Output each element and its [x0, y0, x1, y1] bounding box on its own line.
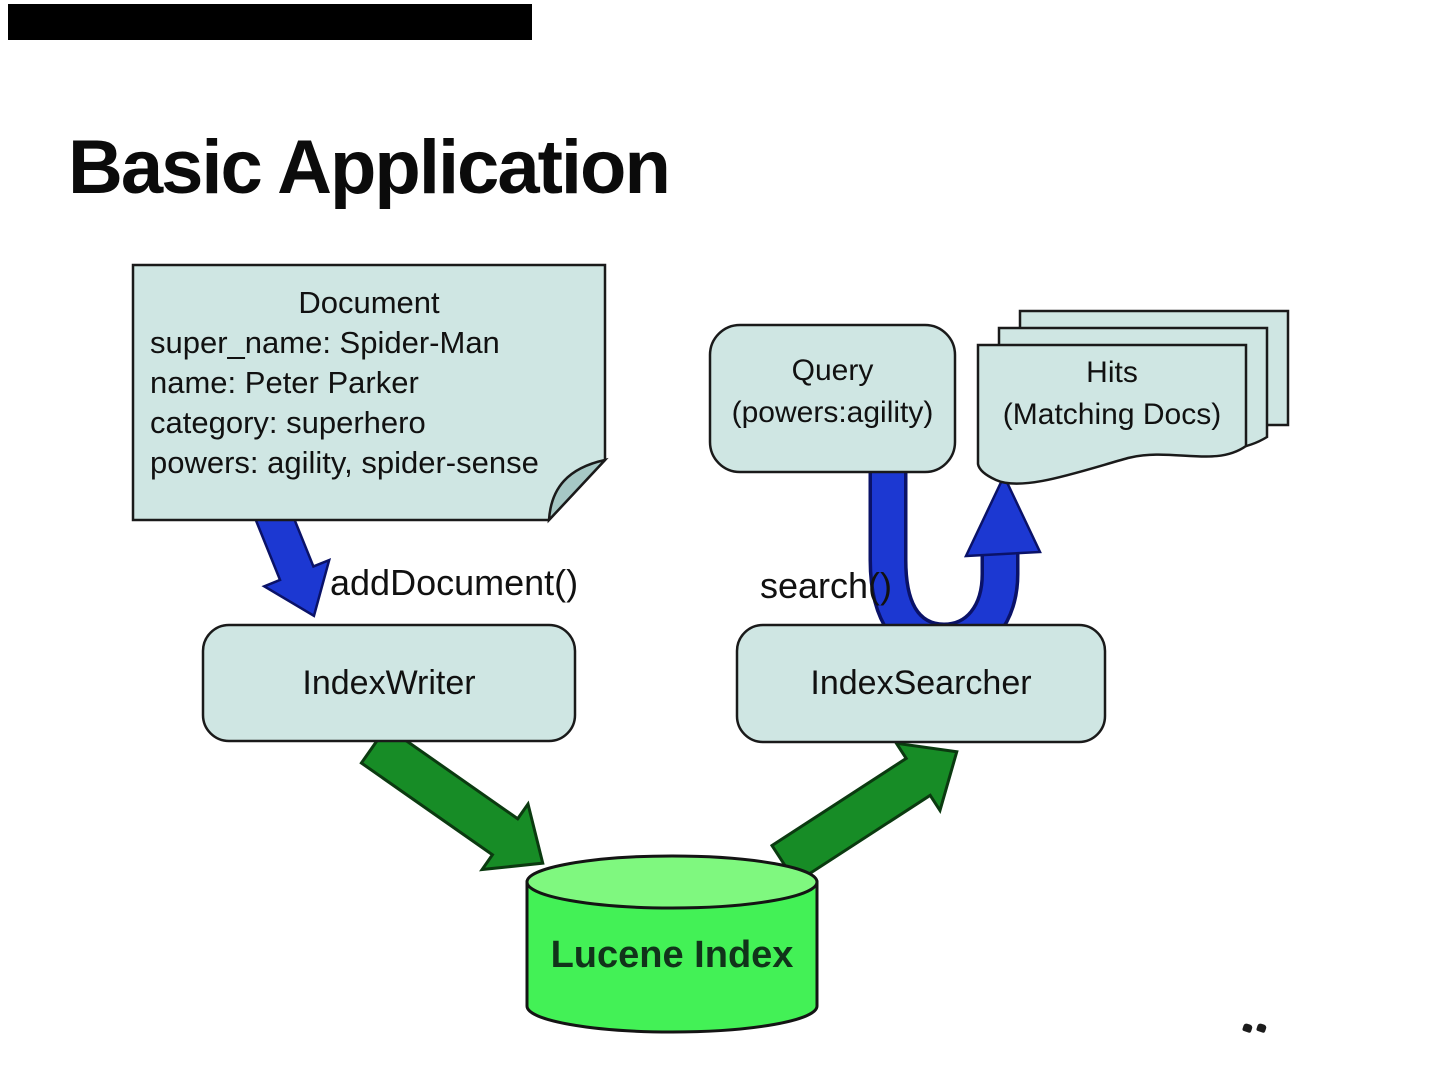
document-field: powers: agility, spider-sense: [150, 445, 539, 480]
lucene-index-cylinder: [525, 854, 819, 1034]
blue-arrowhead: [963, 473, 1042, 558]
indexwriter-label: IndexWriter: [302, 663, 476, 702]
hits-label: Hits (Matching Docs): [978, 352, 1246, 436]
query-box: [708, 323, 957, 474]
green-arrow-writer-to-index: [359, 724, 545, 872]
document-field: super_name: Spider-Man: [150, 325, 500, 360]
document-note-shape: [131, 263, 609, 524]
document-title: Document: [298, 285, 440, 320]
document-note-text: Document super_name: Spider-Man name: Pe…: [133, 283, 605, 483]
hits-doc-stack: [976, 309, 1290, 485]
hits-line2: (Matching Docs): [1002, 398, 1222, 431]
indexsearcher-box: [735, 623, 1107, 744]
query-line2: (powers:agility): [731, 396, 934, 429]
hits-line1: Hits: [1086, 356, 1138, 389]
blue-u-arrow-search: [868, 468, 1042, 662]
cylinder-top: [525, 854, 819, 910]
document-field: category: superhero: [150, 405, 426, 440]
indexsearcher-label: IndexSearcher: [810, 664, 1032, 702]
lucene-index-label: Lucene Index: [550, 933, 794, 976]
add-document-label: addDocument(): [330, 562, 579, 603]
query-line1: Query: [791, 354, 874, 387]
folded-corner: [547, 457, 609, 524]
document-field: name: Peter Parker: [150, 365, 419, 400]
search-label: search(): [760, 565, 893, 606]
query-label: Query (powers:agility): [710, 350, 955, 434]
slide-title: Basic Application: [68, 125, 671, 210]
top-black-bar: [8, 4, 532, 40]
indexwriter-box: [201, 623, 577, 743]
green-arrow-index-to-searcher: [769, 741, 959, 885]
hits-sheet-front: [976, 343, 1248, 485]
